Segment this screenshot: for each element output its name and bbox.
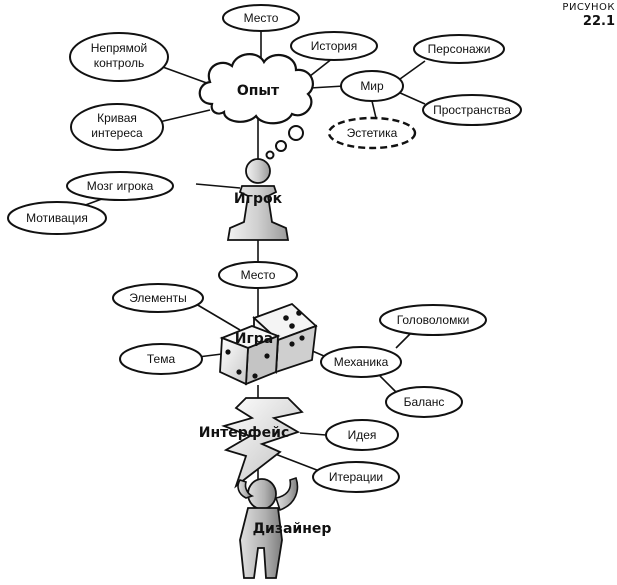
line-iterations bbox=[269, 451, 323, 473]
node-interest-curve: Кривая интереса bbox=[70, 103, 164, 151]
figure-label: РИСУНОК 22.1 bbox=[553, 2, 615, 29]
node-indirect-control: Непрямой контроль bbox=[69, 32, 169, 82]
thought-bubble-small bbox=[265, 150, 275, 160]
interface-label: Интерфейс bbox=[199, 425, 290, 441]
svg-text:Элементы: Элементы bbox=[129, 291, 187, 305]
svg-text:Механика: Механика bbox=[334, 355, 389, 369]
svg-text:Место: Место bbox=[241, 268, 276, 282]
svg-text:Мир: Мир bbox=[360, 79, 384, 93]
node-player-mind: Мозг игрока bbox=[66, 171, 174, 201]
player-label: Игрок bbox=[234, 191, 283, 207]
line-world bbox=[309, 85, 345, 89]
node-motivation: Мотивация bbox=[7, 201, 107, 235]
pawn-head bbox=[245, 158, 271, 184]
node-aesthetics: Эстетика bbox=[327, 116, 417, 150]
node-characters: Персонажи bbox=[413, 34, 505, 64]
node-mechanics: Механика bbox=[320, 346, 402, 378]
svg-text:Мотивация: Мотивация bbox=[26, 211, 88, 225]
svg-text:интереса: интереса bbox=[91, 126, 143, 140]
node-place-top: Место bbox=[222, 4, 300, 32]
designer-figure: Дизайнер bbox=[237, 476, 332, 579]
pawn-body bbox=[226, 185, 290, 241]
svg-text:Итерации: Итерации bbox=[329, 470, 383, 484]
line-aesthetics bbox=[371, 100, 377, 119]
svg-text:Мозг игрока: Мозг игрока bbox=[87, 179, 154, 193]
game-dice: Игра bbox=[219, 302, 318, 386]
designer-left-arm bbox=[237, 479, 255, 499]
line-player-mind bbox=[195, 183, 241, 189]
svg-text:История: История bbox=[311, 39, 358, 53]
svg-text:Головоломки: Головоломки bbox=[397, 313, 470, 327]
cloud-shape bbox=[198, 53, 314, 125]
node-elements: Элементы bbox=[112, 283, 204, 313]
designer-body bbox=[239, 507, 283, 579]
svg-text:Баланс: Баланс bbox=[404, 395, 445, 409]
svg-text:Персонажи: Персонажи bbox=[428, 42, 491, 56]
figure-caption: РИСУНОК bbox=[562, 2, 615, 13]
node-story: История bbox=[290, 31, 378, 61]
designer-right-arm bbox=[274, 476, 299, 512]
figure-number: 22.1 bbox=[582, 14, 615, 29]
line-characters bbox=[399, 60, 426, 80]
line-puzzles bbox=[395, 331, 413, 349]
svg-text:Непрямой: Непрямой bbox=[91, 41, 148, 55]
interface-bolt: Интерфейс bbox=[199, 397, 304, 489]
experience-label: Опыт bbox=[237, 83, 280, 99]
designer-label: Дизайнер bbox=[253, 521, 332, 537]
bolt-shape bbox=[221, 397, 304, 489]
node-world: Мир bbox=[340, 70, 404, 102]
svg-text:Кривая: Кривая bbox=[97, 111, 137, 125]
node-iterations: Итерации bbox=[312, 461, 400, 493]
experience-cloud: Опыт bbox=[198, 53, 314, 160]
line-balance bbox=[379, 375, 397, 393]
svg-text:Идея: Идея bbox=[348, 428, 377, 442]
node-place-mid: Место bbox=[218, 261, 298, 289]
player-pawn: Игрок bbox=[226, 158, 290, 241]
svg-text:Эстетика: Эстетика bbox=[347, 126, 398, 140]
svg-text:контроль: контроль bbox=[94, 56, 145, 70]
node-spaces: Пространства bbox=[422, 94, 522, 126]
line-interest-curve bbox=[154, 109, 211, 124]
line-spaces bbox=[397, 91, 426, 105]
svg-text:Пространства: Пространства bbox=[433, 103, 511, 117]
game-label: Игра bbox=[235, 331, 274, 347]
designer-head bbox=[247, 478, 277, 510]
die-front bbox=[219, 325, 281, 386]
svg-text:Место: Место bbox=[244, 11, 279, 25]
line-elements bbox=[195, 303, 241, 331]
thought-bubble-mid bbox=[275, 140, 287, 152]
node-idea: Идея bbox=[325, 419, 399, 451]
svg-text:Тема: Тема bbox=[147, 352, 176, 366]
node-balance: Баланс bbox=[385, 386, 463, 418]
node-puzzles: Головоломки bbox=[379, 304, 487, 336]
thought-bubble-large bbox=[288, 125, 304, 141]
line-idea bbox=[299, 432, 327, 436]
node-theme: Тема bbox=[119, 343, 203, 375]
